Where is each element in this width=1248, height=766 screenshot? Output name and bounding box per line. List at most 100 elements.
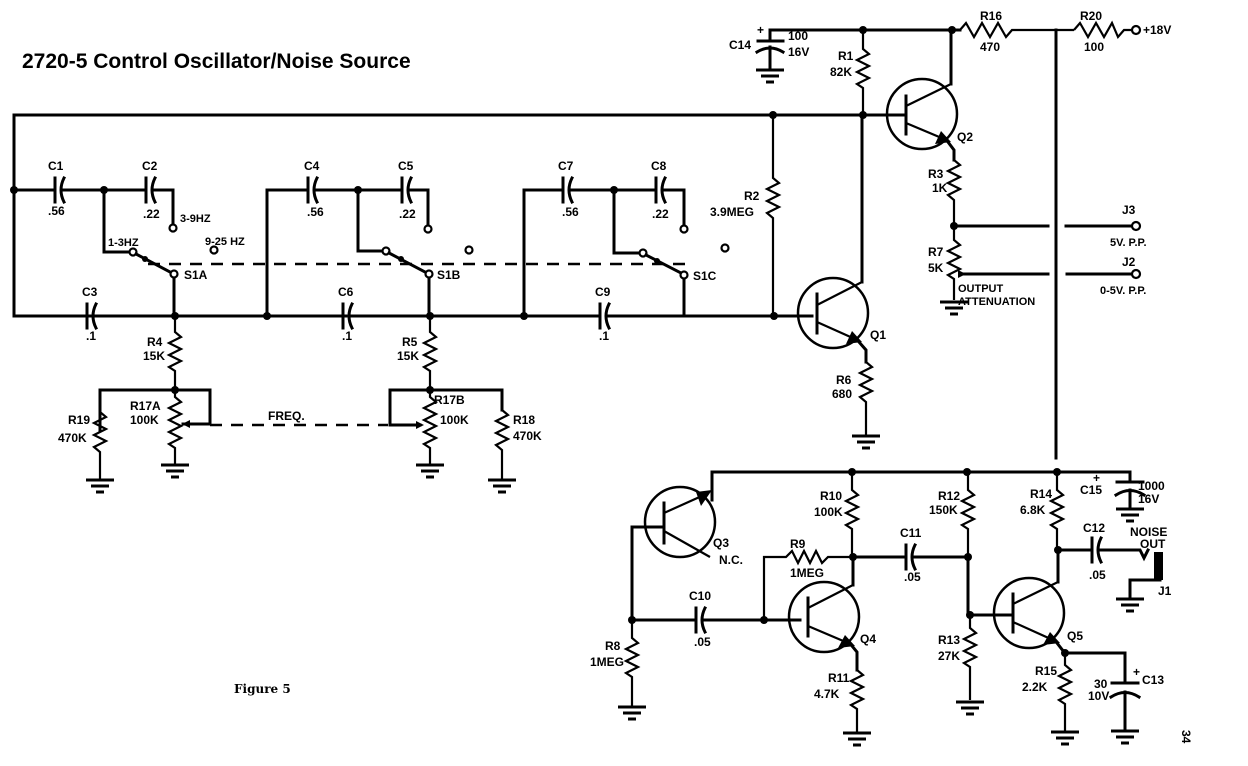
component-label: C12 <box>1083 521 1105 535</box>
diagram-title: 2720-5 Control Oscillator/Noise Source <box>22 50 411 73</box>
component-label: 100K <box>440 413 469 427</box>
potentiometer-r17b[interactable]: R17B 100K <box>421 390 469 465</box>
terminal <box>464 245 474 255</box>
component-label: S1A <box>184 268 208 282</box>
wire <box>182 420 190 428</box>
resistor-r16: R16 470 <box>959 9 1074 54</box>
component-label: 100K <box>130 413 159 427</box>
transistor-body-icon <box>992 576 1066 650</box>
component-label: J2 <box>1122 255 1136 269</box>
component-label: 470 <box>980 40 1000 54</box>
resistor-r10: R10 100K <box>814 472 861 557</box>
junction-dot <box>654 258 660 264</box>
resistor-r6: R6 680 <box>832 361 875 435</box>
wire <box>1073 20 1132 40</box>
wire <box>623 620 641 707</box>
wire <box>12 113 864 192</box>
wire <box>1043 632 1060 645</box>
range-label-1-3hz: 1-3HZ <box>108 237 139 249</box>
wire <box>421 390 439 465</box>
resistor-r5: R5 15K <box>397 316 439 390</box>
wire <box>848 669 866 732</box>
junction-dot <box>142 256 148 262</box>
stage-2: C4 .56 C5 .22 S1B C6 .1 <box>263 159 602 343</box>
component-label: 5V. P.P. <box>1110 237 1147 249</box>
component-label: .05 <box>1089 568 1106 582</box>
resistor-r2: R2 3.9MEG <box>710 111 782 316</box>
switch-s1c[interactable]: S1C <box>643 252 717 283</box>
component-label: 6.8K <box>1020 503 1046 517</box>
terminal <box>1130 268 1142 280</box>
switch-s1b[interactable]: S1B <box>386 250 461 282</box>
component-label: Q3 <box>713 536 729 550</box>
figure-caption: Figure 5 <box>234 682 291 696</box>
component-label: R8 <box>605 639 621 653</box>
wire <box>661 188 686 228</box>
wire <box>762 548 853 620</box>
supply-terminal[interactable] <box>1130 24 1142 36</box>
wire <box>1154 552 1163 580</box>
component-label: R17B <box>434 393 465 407</box>
component-label: Q4 <box>860 632 876 646</box>
jack-j3[interactable]: J3 5V. P.P. <box>1110 203 1147 249</box>
component-label: N.C. <box>719 553 743 567</box>
component-label: S1C <box>693 269 717 283</box>
freq-control-link[interactable]: FREQ. <box>210 409 388 427</box>
component-label: ATTENUATION <box>958 296 1035 308</box>
resistor-r13: R13 27K <box>938 615 979 700</box>
wire <box>1048 472 1066 550</box>
wire <box>1012 581 1059 605</box>
wire <box>1097 547 1151 562</box>
component-label: C15 <box>1080 483 1102 497</box>
terminal <box>720 243 730 253</box>
component-label: 3.9MEG <box>710 205 754 219</box>
component-label: 470K <box>513 429 542 443</box>
wire <box>102 188 133 254</box>
resistor-r12: R12 150K <box>929 472 977 557</box>
wire <box>816 320 856 341</box>
ground-icon <box>1114 597 1146 613</box>
capacitor-c3: C3 .1 <box>82 285 99 343</box>
wire <box>807 624 849 645</box>
ground-icon <box>850 434 882 450</box>
wire <box>945 226 963 300</box>
wire <box>386 250 428 275</box>
component-label: Q1 <box>870 328 886 342</box>
supply-label: +18V <box>1143 23 1171 37</box>
wire <box>643 252 684 276</box>
terminal <box>679 270 689 280</box>
component-label: R17A <box>130 399 161 413</box>
ground-icon <box>414 463 446 479</box>
capacitor-c5: C5 .22 <box>398 159 416 221</box>
switch-s1a[interactable]: S1A <box>133 251 208 282</box>
wire <box>1063 651 1127 682</box>
wire <box>612 188 643 255</box>
wire <box>493 409 511 480</box>
stage-3: C7 .56 C8 .22 S1C C9 .1 <box>520 159 814 343</box>
wire <box>838 635 855 648</box>
wire <box>630 525 666 622</box>
component-label: 100 <box>788 29 808 43</box>
transistor-body-icon <box>643 485 717 559</box>
potentiometer-r7[interactable]: R7 5K <box>928 226 966 300</box>
component-label: .05 <box>694 635 711 649</box>
jack-j2[interactable]: J2 0-5V. P.P. <box>1100 255 1146 297</box>
component-label: R13 <box>938 633 960 647</box>
wire <box>1012 620 1054 642</box>
ground-icon <box>1049 730 1081 746</box>
component-label: 1K <box>932 181 948 195</box>
jack-j1-noise-out[interactable]: NOISE OUT J1 <box>1114 525 1172 613</box>
potentiometer-r17a[interactable]: R17A 100K <box>130 390 190 465</box>
wire <box>166 390 184 465</box>
wire <box>421 316 439 390</box>
ground-icon <box>754 68 786 84</box>
capacitor-c15: + C15 1000 16V <box>1080 471 1165 523</box>
freq-network-b: R5 15K R17B 100K R18 470K <box>388 316 542 494</box>
wire <box>843 472 861 557</box>
component-label: C8 <box>651 159 667 173</box>
range-label-3-9hz: 3-9HZ <box>180 213 211 225</box>
resistor-r11: R11 4.7K <box>814 669 866 732</box>
component-label: R4 <box>147 335 163 349</box>
component-label: 5K <box>928 261 944 275</box>
component-label: Q5 <box>1067 629 1083 643</box>
